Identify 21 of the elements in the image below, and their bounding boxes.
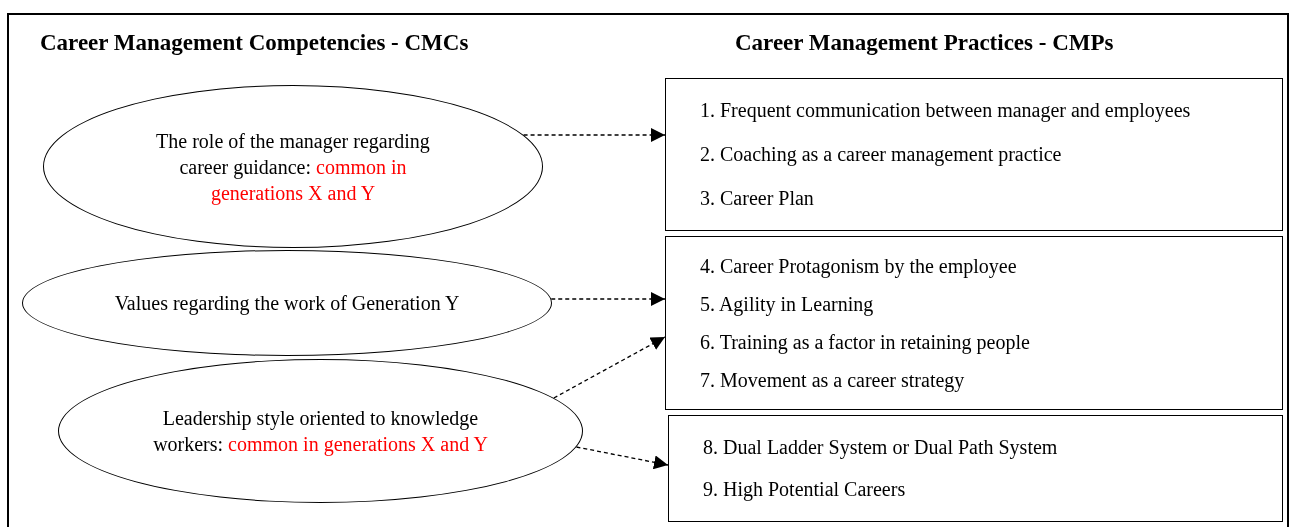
list-item: 1. Frequent communication between manager and employees [700,98,1192,124]
list-item: 7. Movement as a career strategy [700,367,966,393]
practice-list-box [665,236,1283,410]
ellipse-text: Values regarding the work of Generation Y [114,291,460,316]
list-item: 2. Coaching as a career management practice [700,142,1063,167]
list-item: 5. Agility in Learning [700,291,875,317]
list-item: 9. High Potential Careers [703,477,907,503]
column-heading: Career Management Competencies - CMCs [40,30,469,56]
practice-list-box [668,415,1283,522]
list-item: 4. Career Protagonism by the employee [700,253,1018,279]
dashed-arrow [553,336,666,399]
ellipse-text: Leadership style oriented to knowledge workers: common in generations X and Y [152,406,489,457]
ellipse-text: The role of the manager regarding career guidance: common in generations X and Y [155,128,431,206]
dashed-arrow [522,128,666,142]
list-item: 8. Dual Ladder System or Dual Path System [703,434,1059,460]
dashed-arrow [550,292,666,306]
practice-list-box [665,78,1283,231]
list-item: 6. Training as a factor in retaining people [700,329,1031,355]
column-heading: Career Management Practices - CMPs [735,30,1114,56]
list-item: 3. Career Plan [700,185,815,211]
dashed-arrow [575,446,669,470]
